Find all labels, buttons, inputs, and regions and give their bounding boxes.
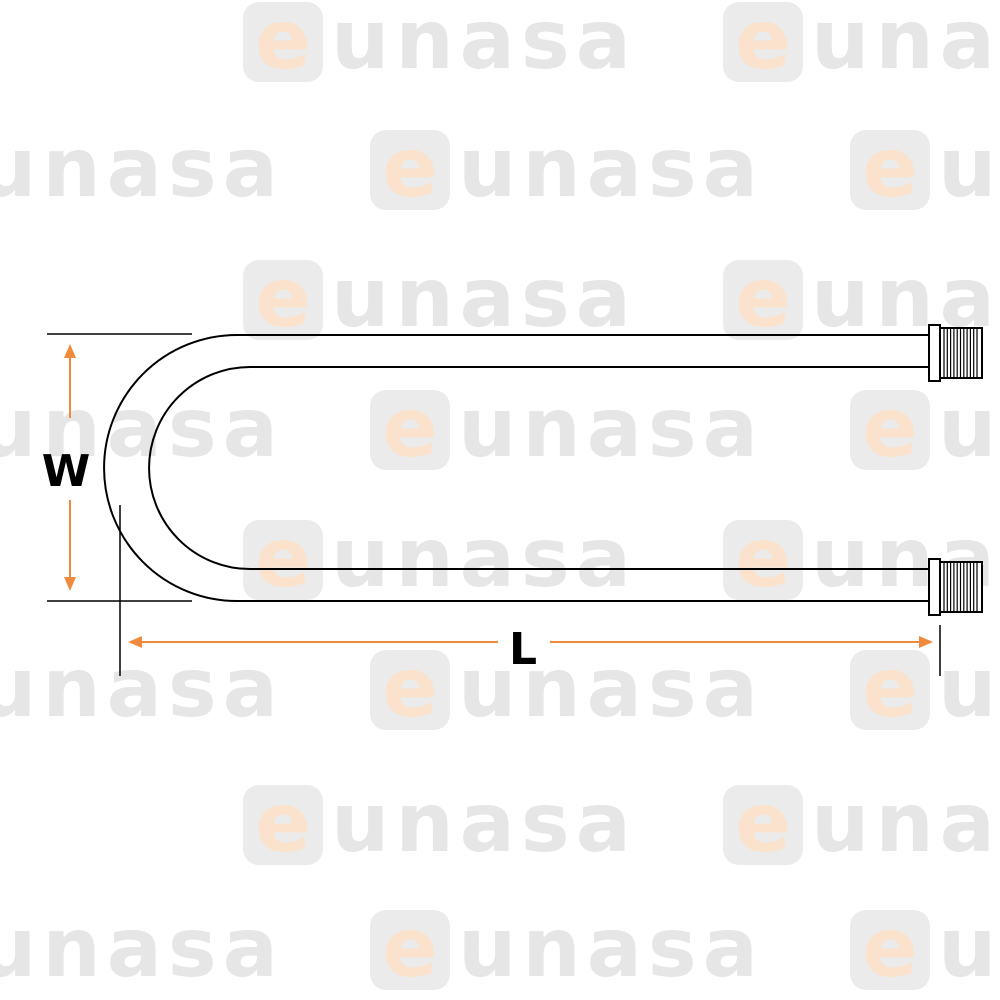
logo-square bbox=[723, 520, 803, 600]
logo-letter: e bbox=[862, 641, 918, 736]
watermark-text: unasa bbox=[811, 0, 1000, 88]
watermark-text: unasa bbox=[0, 381, 278, 476]
logo-square bbox=[243, 520, 323, 600]
tube-outer bbox=[103, 334, 930, 602]
logo-square bbox=[723, 260, 803, 340]
watermark-text: unasa bbox=[331, 0, 631, 88]
logo-square bbox=[850, 130, 930, 210]
logo-letter: e bbox=[382, 901, 438, 996]
logo-square bbox=[370, 910, 450, 990]
watermark-text: unasa bbox=[331, 251, 631, 346]
watermark-text: unasa bbox=[811, 776, 1000, 871]
watermark-text: unasa bbox=[938, 121, 1000, 216]
logo-square bbox=[850, 390, 930, 470]
watermark-text: unasa bbox=[0, 641, 278, 736]
logo-square bbox=[723, 2, 803, 82]
logo-square bbox=[850, 650, 930, 730]
logo-letter: e bbox=[382, 121, 438, 216]
logo-letter: e bbox=[255, 776, 311, 871]
watermark-text: unasa bbox=[938, 901, 1000, 996]
watermark-text: unasa bbox=[458, 641, 758, 736]
threaded-fitting-bottom bbox=[928, 558, 983, 616]
logo-letter: e bbox=[255, 511, 311, 606]
watermark-text: unasa bbox=[938, 381, 1000, 476]
logo-square bbox=[370, 130, 450, 210]
tube-inner bbox=[148, 366, 930, 570]
logo-letter: e bbox=[382, 641, 438, 736]
logo-square bbox=[850, 910, 930, 990]
l-dimension-arrow bbox=[128, 636, 933, 648]
logo-letter: e bbox=[735, 511, 791, 606]
logo-letter: e bbox=[735, 251, 791, 346]
watermark-text: unasa bbox=[458, 901, 758, 996]
logo-letter: e bbox=[735, 0, 791, 88]
watermark-text: unasa bbox=[0, 901, 278, 996]
watermark-text: unasa bbox=[0, 121, 278, 216]
logo-letter: e bbox=[862, 121, 918, 216]
watermark-text: unasa bbox=[331, 511, 631, 606]
w-dimension-arrow bbox=[64, 344, 76, 591]
length-label: L bbox=[509, 624, 537, 675]
logo-square bbox=[370, 650, 450, 730]
logo-letter: e bbox=[382, 381, 438, 476]
dimension-lines bbox=[47, 333, 941, 676]
watermark-text: unasa bbox=[458, 121, 758, 216]
logo-square bbox=[370, 390, 450, 470]
logo-square bbox=[723, 785, 803, 865]
logo-letter: e bbox=[862, 901, 918, 996]
width-label: W bbox=[42, 446, 91, 497]
logo-square bbox=[243, 260, 323, 340]
logo-letter: e bbox=[735, 776, 791, 871]
logo-letter: e bbox=[255, 0, 311, 88]
watermark-text: unasa bbox=[458, 381, 758, 476]
threaded-fitting-top bbox=[928, 324, 983, 382]
logo-letter: e bbox=[255, 251, 311, 346]
watermark-text: unasa bbox=[938, 641, 1000, 736]
watermark-text: unasa bbox=[331, 776, 631, 871]
logo-square bbox=[243, 785, 323, 865]
logo-square bbox=[243, 2, 323, 82]
u-tube bbox=[103, 334, 930, 602]
logo-letter: e bbox=[862, 381, 918, 476]
